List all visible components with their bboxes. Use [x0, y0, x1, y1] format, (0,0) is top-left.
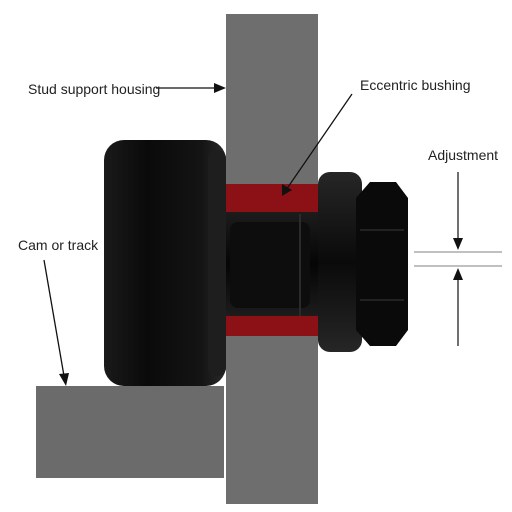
adjustment-arrowhead-up	[453, 268, 463, 280]
label-adjustment: Adjustment	[428, 147, 498, 163]
stud-shaft-highlight	[230, 222, 310, 308]
bushing-leader-arrowhead	[282, 184, 292, 196]
track-leader-line	[43, 259, 65, 377]
hex-nut	[356, 182, 408, 346]
label-eccentric-bushing: Eccentric bushing	[360, 77, 471, 93]
label-stud-support-housing: Stud support housing	[28, 81, 160, 97]
washer	[318, 172, 362, 352]
eccentric-bushing-bottom	[222, 316, 326, 336]
roller-side-face	[208, 150, 226, 376]
cam-track-bar	[36, 386, 224, 478]
hex-nut-facets	[360, 229, 404, 301]
label-cam-or-track: Cam or track	[18, 237, 99, 253]
bushing-leader-line	[285, 93, 353, 191]
roller-outer-ring	[104, 140, 226, 386]
eccentric-bushing-top	[222, 184, 326, 214]
adjustment-arrowhead-down	[453, 238, 463, 250]
housing-leader-arrowhead	[214, 83, 226, 93]
track-leader-arrowhead	[59, 373, 69, 386]
